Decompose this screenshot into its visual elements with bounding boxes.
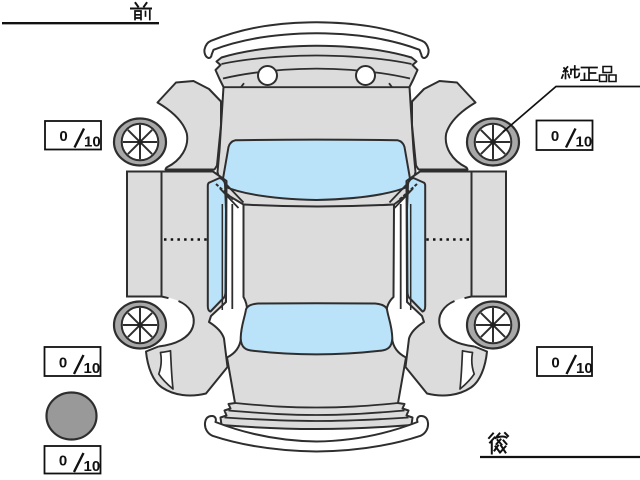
svg-text:0: 0 bbox=[59, 355, 67, 372]
svg-text:0: 0 bbox=[59, 128, 67, 145]
svg-text:0: 0 bbox=[551, 355, 559, 372]
svg-text:10: 10 bbox=[576, 360, 593, 377]
svg-text:10: 10 bbox=[576, 134, 593, 151]
svg-text:0: 0 bbox=[59, 453, 67, 470]
svg-text:10: 10 bbox=[84, 134, 101, 151]
svg-text:10: 10 bbox=[84, 458, 101, 475]
svg-text:0: 0 bbox=[551, 128, 559, 145]
svg-text:10: 10 bbox=[84, 360, 101, 377]
